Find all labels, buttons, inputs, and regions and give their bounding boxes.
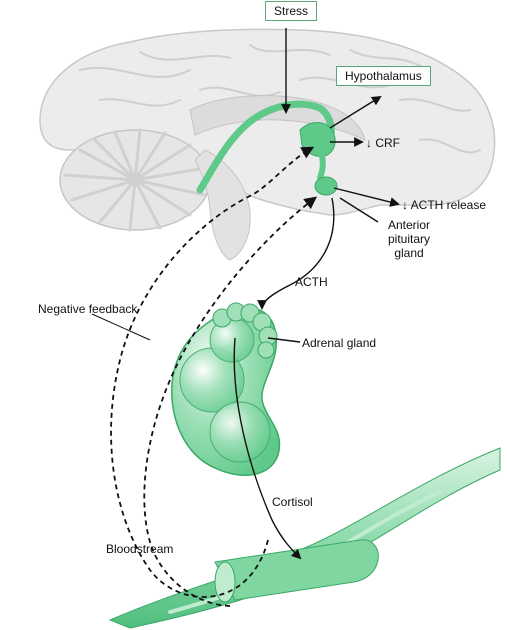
hypothalamus-pointer: [329, 95, 382, 129]
cerebellum: [59, 128, 211, 232]
anterior-pituitary-line-3: gland: [394, 246, 424, 260]
acth-release-arrow: [333, 187, 400, 207]
stress-label: Stress: [265, 1, 318, 21]
adrenal-gland-illustration: [171, 302, 281, 476]
anterior-pituitary-line-2: pituitary: [387, 232, 431, 246]
vessel-segment: [214, 539, 379, 601]
pituitary-gland: [314, 176, 338, 196]
adrenal-gland-pointer: [267, 337, 301, 343]
hypothalamus-label: Hypothalamus: [336, 66, 431, 86]
negative-feedback-pointer: [91, 313, 151, 341]
negative-feedback-paths: [110, 146, 318, 607]
acth-release-label: ↓ ACTH release: [402, 198, 487, 212]
cortisol-arrow: [233, 337, 302, 560]
bloodstream-label: Bloodstream: [106, 542, 174, 556]
cortisol-label: Cortisol: [272, 495, 313, 509]
negative-feedback-label: Negative feedback: [38, 302, 138, 316]
solid-arrows: [233, 28, 400, 560]
blood-vessel: [108, 447, 501, 629]
crf-label: ↓ CRF: [366, 136, 400, 150]
anterior-pituitary-line-1: Anterior: [387, 218, 431, 232]
neural-pathway-green: [196, 100, 335, 194]
feedback-to-pituitary: [143, 196, 318, 607]
vessel-opening: [214, 561, 236, 603]
pituitary-stalk: [317, 153, 326, 181]
acth-arrow: [257, 197, 335, 310]
adrenal-cortex-cap: [212, 302, 278, 359]
adrenal-gland-label: Adrenal gland: [302, 336, 377, 350]
acth-label: ACTH: [295, 275, 328, 289]
anterior-pituitary-label: Anterior pituitary gland: [378, 218, 440, 260]
anterior-pituitary-pointer: [339, 197, 379, 223]
